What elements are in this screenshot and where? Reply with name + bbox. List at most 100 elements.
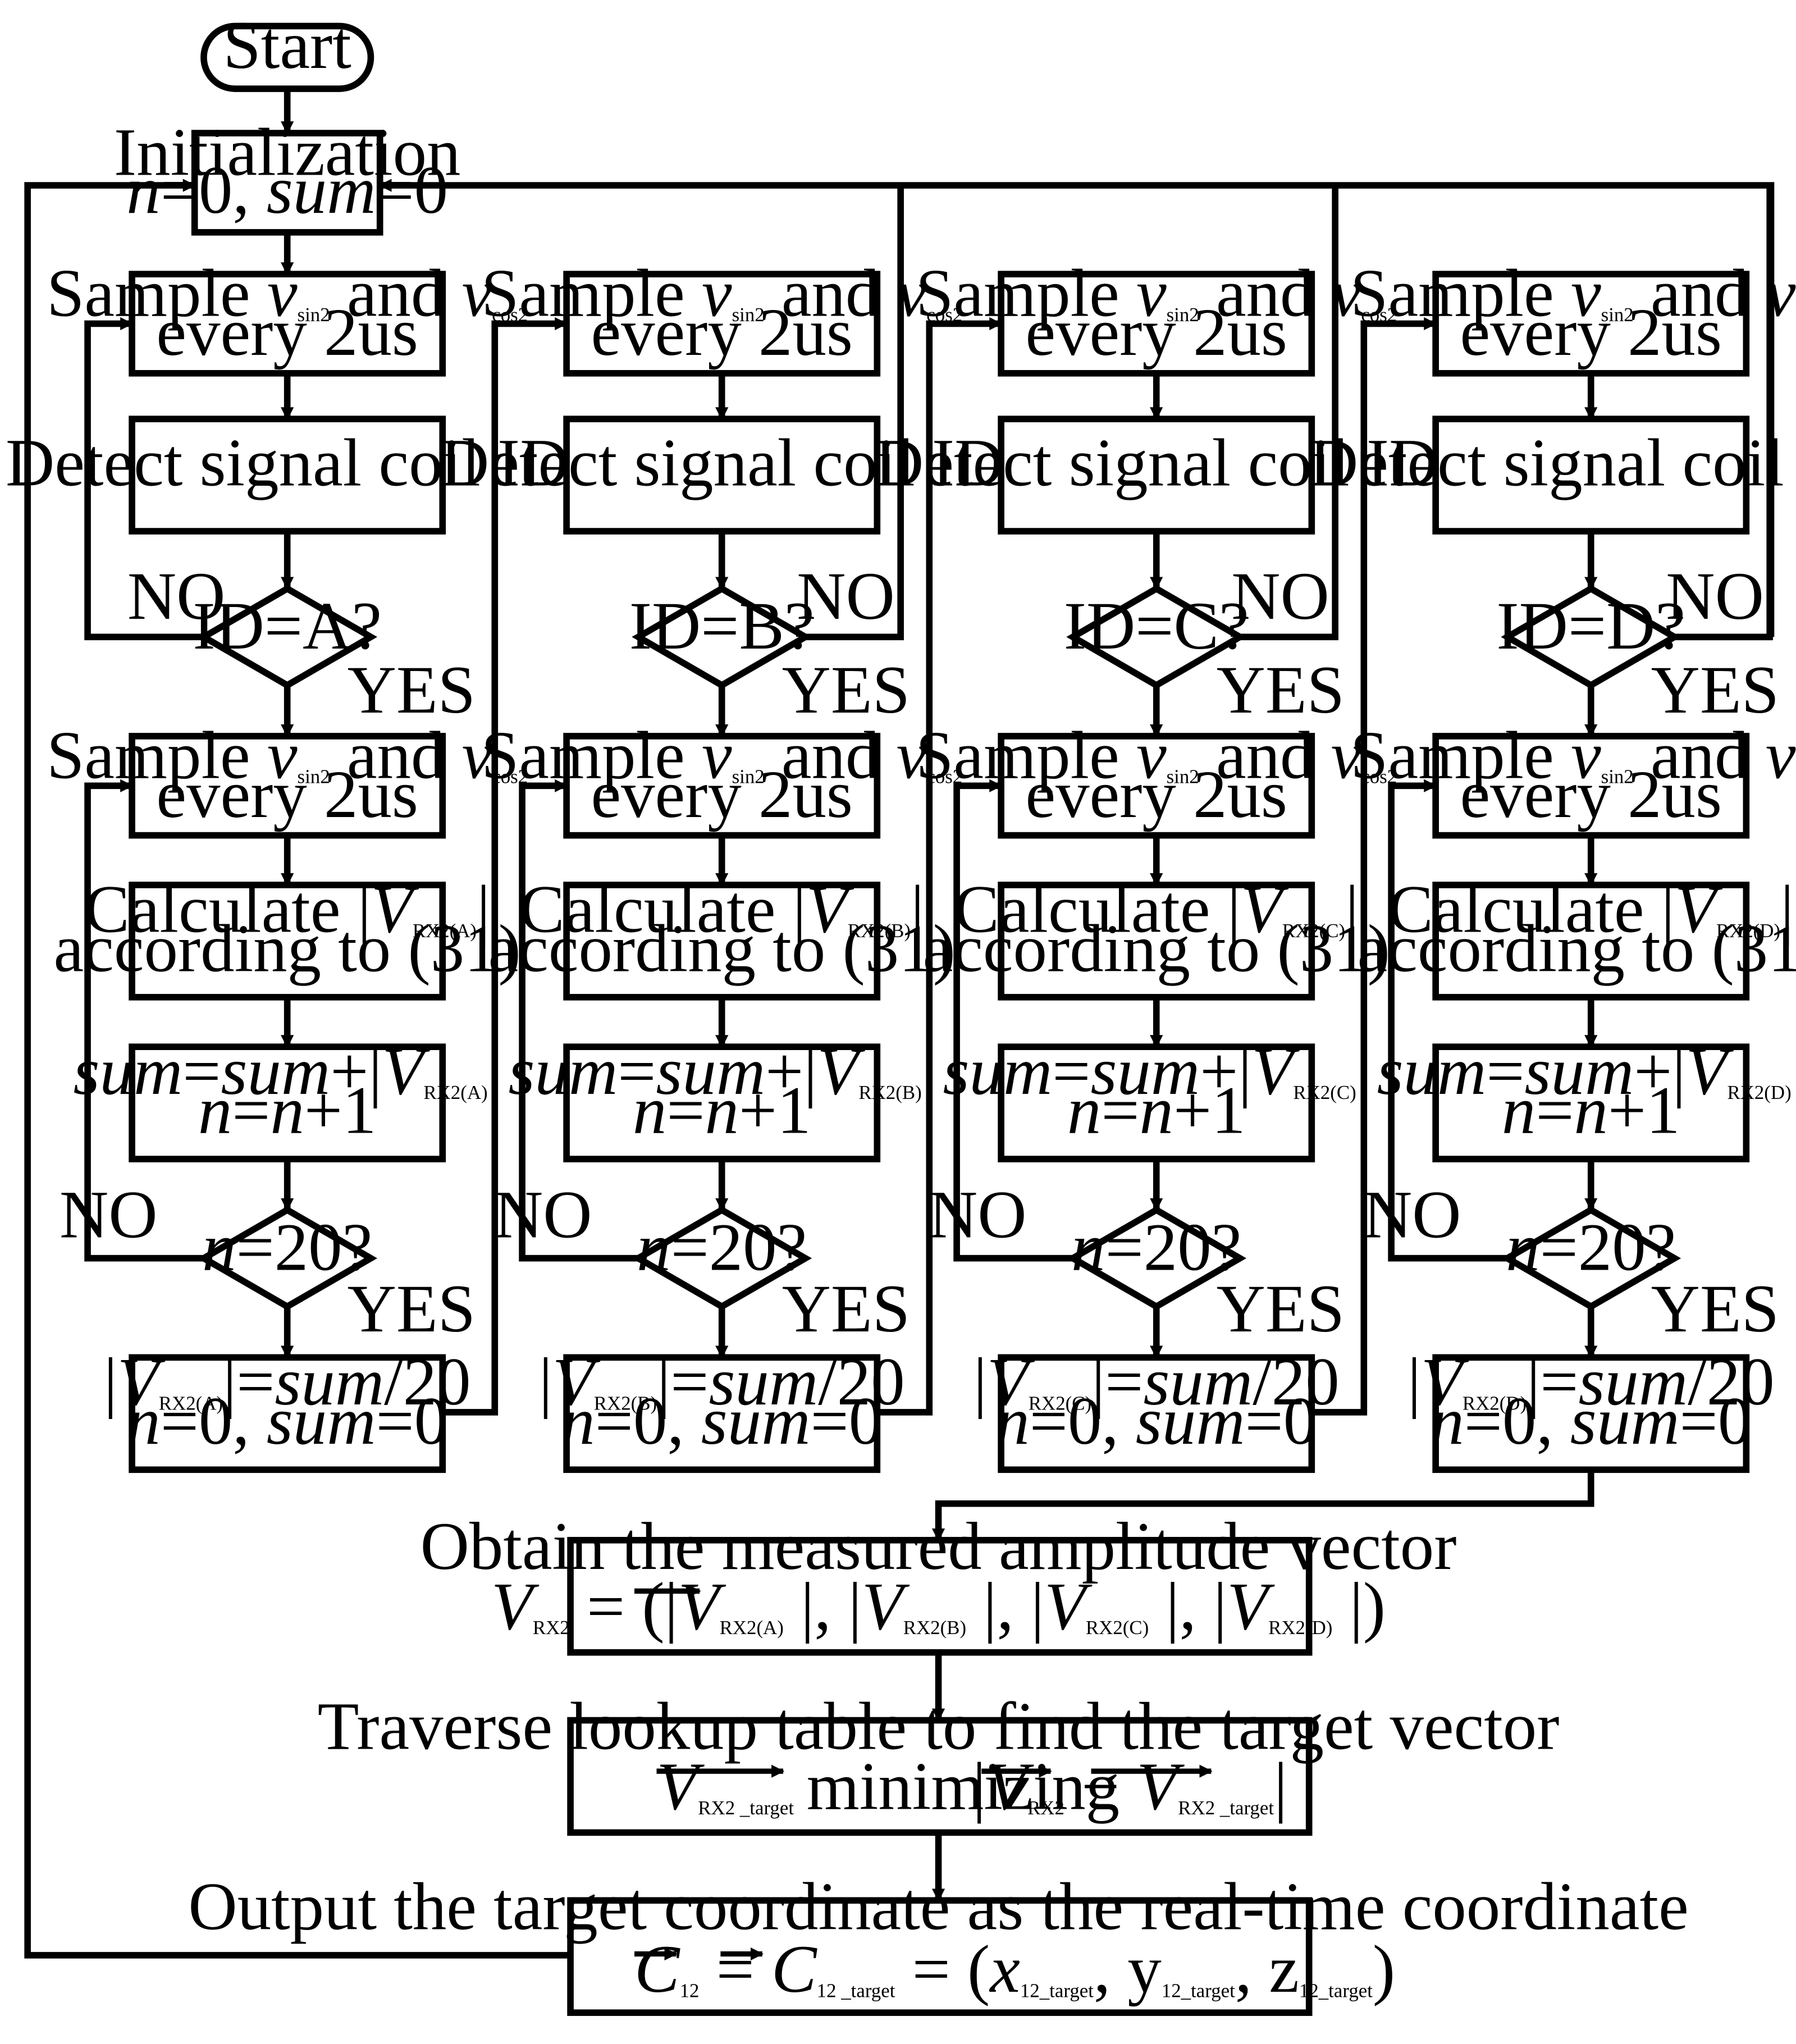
obtain-vector: VRX2 = (|VRX2(A) |, |VRX2(B) |, |VRX2(C)…: [491, 1569, 1386, 1644]
n20-question: n=20?: [1506, 1210, 1676, 1285]
reset-label: n=0, sum=0: [126, 1384, 448, 1459]
calculate-reference: according to (31): [54, 911, 521, 986]
id-decision: [1066, 585, 1247, 690]
sum-box: [1432, 1043, 1750, 1162]
sample-box: [129, 271, 446, 377]
average-label: |VRX2(B)|=sum/20: [539, 1344, 905, 1420]
average-label: |VRX2(A)|=sum/20: [104, 1344, 471, 1420]
no-label: NO: [797, 559, 895, 634]
calculate-reference: according to (31): [923, 911, 1390, 986]
initialization-values: n=0, sum=0: [126, 153, 448, 228]
n20-no-loop: [953, 779, 1073, 1262]
sample-label: Sample vsin2 and vcos2: [47, 256, 528, 331]
n20-no-loop: [1388, 779, 1507, 1262]
average-box: [1432, 1354, 1750, 1473]
sample-box: [563, 733, 881, 839]
n20-decision: [1501, 1206, 1681, 1311]
traverse-title: Traverse lookup table to find the target…: [318, 1689, 1560, 1764]
sample-box: [998, 271, 1315, 377]
start-label: Start: [223, 8, 351, 83]
n20-no-loop: [84, 779, 204, 1262]
no-label: NO: [127, 559, 226, 634]
id-decision: [1501, 585, 1681, 690]
no-label: NO: [1231, 559, 1329, 634]
detect-label: Detect signal coil ID: [440, 426, 1003, 501]
n20-decision: [632, 1206, 812, 1311]
n20-question: n=20?: [1071, 1210, 1241, 1285]
sum-box: [129, 1043, 446, 1162]
no-label: NO: [1363, 1178, 1461, 1253]
sample-label: Sample vsin2 and vcos2: [1350, 256, 1796, 331]
calculate-label: Calculate |VRX2(B)|: [519, 872, 924, 947]
n20-question: n=20?: [202, 1210, 372, 1285]
calculate-box: [129, 882, 446, 1001]
id-question: ID=D?: [1496, 588, 1685, 664]
increment-label: n=n+1: [1502, 1073, 1680, 1148]
calculate-label: Calculate |VRX2(A)|: [84, 872, 490, 947]
detect-label: Detect signal coil ID: [6, 426, 569, 501]
initialization-box: [191, 130, 383, 236]
detect-box: [563, 416, 881, 535]
sample-interval: every 2us: [156, 757, 418, 832]
no-label: NO: [929, 1178, 1027, 1253]
detect-box: [998, 416, 1315, 535]
column-link: [442, 317, 568, 1416]
start-terminal: [200, 22, 374, 92]
average-box: [563, 1354, 881, 1473]
id-no-return: [805, 185, 904, 641]
sum-box: [563, 1043, 881, 1162]
reset-label: n=0, sum=0: [995, 1384, 1317, 1459]
yes-label: YES: [1217, 653, 1345, 728]
calculate-box: [1432, 882, 1750, 1001]
sample-interval: every 2us: [1460, 295, 1722, 370]
calculate-label: Calculate |VRX2(C)|: [954, 872, 1359, 947]
sample-label: Sample vsin2 and vcos2: [481, 256, 962, 331]
calculate-box: [998, 882, 1315, 1001]
yes-label: YES: [348, 653, 476, 728]
sample-interval: every 2us: [156, 295, 418, 370]
sample-box: [998, 733, 1315, 839]
id-no-loop: [84, 317, 204, 641]
return-bus: [378, 179, 1775, 637]
yes-label: YES: [1651, 1271, 1779, 1347]
yes-label: YES: [348, 1271, 476, 1347]
column-link: [1311, 317, 1437, 1416]
sample-box: [129, 733, 446, 839]
id-no-return: [1240, 185, 1338, 641]
sum-label: sum=sum+|VRX2(B)|: [509, 1034, 935, 1109]
sample-label: Sample vsin2 and vcos2: [1350, 718, 1796, 793]
id-decision: [197, 585, 378, 690]
reset-label: n=0, sum=0: [561, 1384, 883, 1459]
sum-label: sum=sum+|VRX2(A)|: [74, 1034, 501, 1109]
sample-label: Sample vsin2 and vcos2: [481, 718, 962, 793]
sample-box: [1432, 271, 1750, 377]
sample-label: Sample vsin2 and vcos2: [47, 718, 528, 793]
output-coordinate: C12 = C12 _target = (x12_target, y12_tar…: [634, 1932, 1395, 2007]
calculate-reference: according to (31): [488, 911, 956, 986]
sum-label: sum=sum+|VRX2(C)|: [943, 1034, 1370, 1109]
obtain-title: Obtain the measured amplitude vector: [421, 1509, 1457, 1584]
output-box: [567, 1897, 1313, 2016]
yes-label: YES: [782, 653, 910, 728]
detect-box: [1432, 416, 1750, 535]
main-feedback-loop: [24, 179, 571, 1959]
detect-label: Detect signal coil ID: [875, 426, 1438, 501]
calculate-reference: according to (31): [1358, 911, 1796, 986]
sample-box: [1432, 733, 1750, 839]
n20-no-loop: [519, 779, 638, 1262]
reset-label: n=0, sum=0: [1430, 1384, 1752, 1459]
output-title: Output the target coordinate as the real…: [188, 1869, 1688, 1944]
increment-label: n=n+1: [198, 1073, 377, 1148]
sample-interval: every 2us: [1025, 757, 1287, 832]
sample-interval: every 2us: [591, 295, 853, 370]
sample-box: [563, 271, 881, 377]
average-label: |VRX2(D)|=sum/20: [1407, 1344, 1775, 1420]
average-label: |VRX2(C)|=sum/20: [974, 1344, 1340, 1420]
id-question: ID=C?: [1064, 588, 1249, 664]
minimizing-label: minimizing: [807, 1749, 1119, 1824]
sample-label: Sample vsin2 and vcos2: [916, 256, 1397, 331]
average-box: [129, 1354, 446, 1473]
column-link: [877, 317, 1003, 1416]
sample-label: Sample vsin2 and vcos2: [916, 718, 1397, 793]
